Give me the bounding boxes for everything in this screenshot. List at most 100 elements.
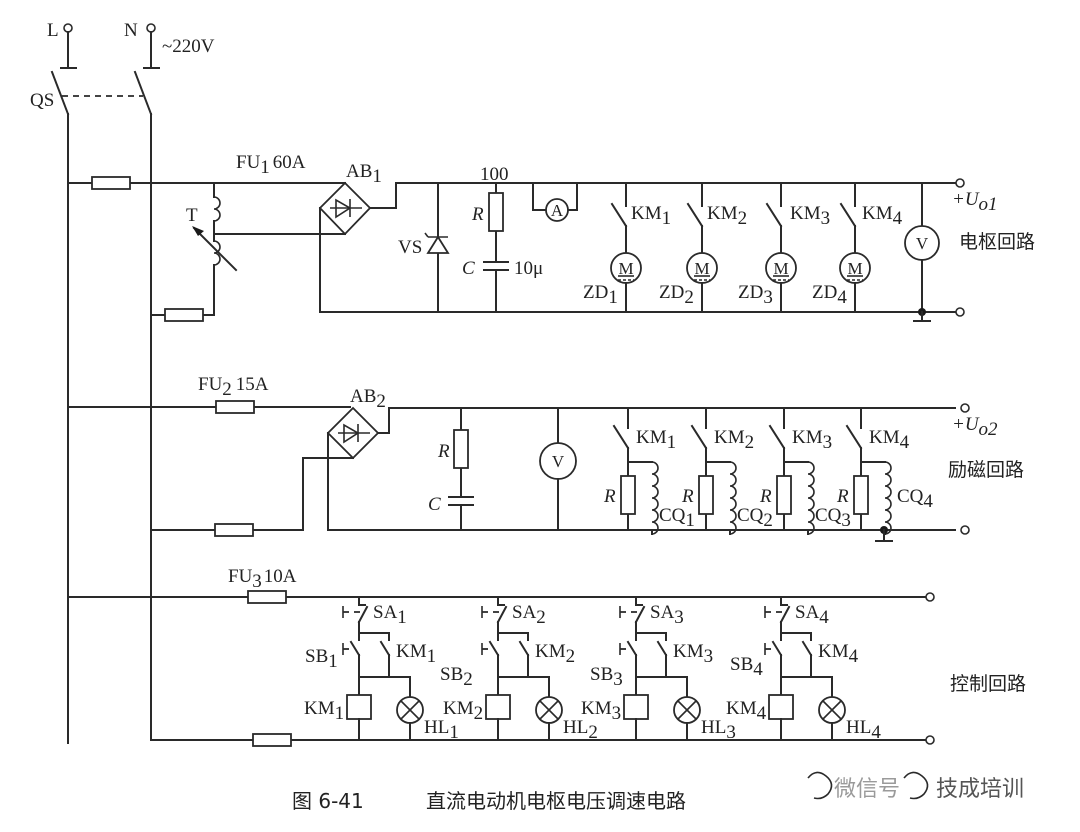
zd2-label: ZD2 [659,282,694,308]
uo2-label: +Uo2 [952,414,998,440]
km-contact-label: KM3 [792,427,832,453]
ab2-label: AB2 [350,386,386,412]
zd3-label: ZD3 [738,282,773,308]
selector-switch[interactable] [357,605,369,624]
uo1-negative-terminal [955,307,965,317]
start-button[interactable] [349,640,361,657]
contactor-coil [485,694,511,720]
parallel-resistor [620,475,636,515]
uo2-positive-terminal [960,403,970,413]
fuse-fu2 [215,400,255,414]
selector-switch[interactable] [634,605,646,624]
km4-contact-label: KM4 [862,203,903,229]
field-coil [884,461,892,535]
selector-switch[interactable] [779,605,791,624]
aux-contact-label: KM3 [673,641,713,667]
excitation-rc-resistor-label: R [437,441,450,462]
fuse-lower-1 [164,308,204,322]
zd4-label: ZD4 [812,282,847,308]
control-top-terminal [925,592,935,602]
field-coil [807,461,815,535]
km-contact [845,424,863,450]
fuse-fu1 [91,176,131,190]
coil-label: CQ1 [659,505,695,531]
snubber-capacitor-value: 10μ [514,258,543,279]
ab1-label: AB1 [346,161,382,187]
coil-label: CQ4 [897,486,933,512]
armature-circuit-title: 电枢回路 [959,231,1035,253]
snubber-capacitor-label: C [462,258,475,279]
coil-label: KM1 [304,698,344,724]
aux-contact [656,640,668,657]
zd1-label: ZD1 [583,282,618,308]
aux-contact [801,640,813,657]
coil-label: KM3 [581,698,621,724]
start-button[interactable] [771,640,783,657]
svg-text:M: M [618,259,633,278]
field-coil [729,461,737,535]
fuse-fu3 [247,590,287,604]
lamp-label: HL3 [701,717,736,743]
uo1-positive-terminal [955,178,965,188]
switch-label: QS [30,90,54,111]
aux-contact-label: KM4 [818,641,859,667]
uo2-negative-terminal [960,525,970,535]
fuse-lower-3 [252,733,292,747]
wechat-icon-2 [903,771,929,800]
coil-label: CQ3 [815,505,851,531]
zener-diode-vs [426,235,450,254]
watermark-label: 微信号 [834,777,900,802]
km-contact-label: KM1 [636,427,676,453]
figure-number: 图 6-41 [292,789,364,813]
button-label: SB4 [730,654,763,680]
snubber-resistor [488,192,504,232]
start-button[interactable] [626,640,638,657]
control-bottom-terminal [925,735,935,745]
watermark: 微信号 技成培训 [807,771,1024,802]
svg-text:M: M [694,259,709,278]
coil-label: KM2 [443,698,483,724]
motor-branch-4: M KM4 ZD4 [812,182,903,313]
excitation-rc-resistor [453,429,469,469]
contactor-coil [768,694,794,720]
svg-text:M: M [773,259,788,278]
km1-contact-label: KM1 [631,203,671,229]
resistor-label: R [836,486,849,507]
resistor-label: R [681,486,694,507]
wechat-icon [807,771,833,800]
line-terminal [63,23,73,33]
voltmeter-symbol: V [916,234,929,253]
control-circuit-title: 控制回路 [950,673,1026,695]
lamp-label: HL4 [846,717,881,743]
resistor-label: R [603,486,616,507]
motor-branch-3: M KM3 ZD3 [738,182,830,313]
parallel-resistor [853,475,869,515]
zener-label: VS [398,237,422,258]
lamp-label: HL2 [563,717,598,743]
selector-switch[interactable] [496,605,508,624]
contactor-coil [623,694,649,720]
watermark-account: 技成培训 [936,777,1024,802]
voltage-label: ~220V [162,36,215,57]
neutral-label: N [124,20,138,41]
selector-label: SA4 [795,602,829,628]
ammeter-symbol: A [551,201,564,220]
aux-contact-label: KM1 [396,641,436,667]
selector-label: SA3 [650,602,684,628]
excitation-circuit-title: 励磁回路 [948,459,1024,481]
snubber-resistor-label: R [471,204,484,225]
figure-title: 直流电动机电枢电压调速电路 [426,789,686,813]
button-label: SB3 [590,664,623,690]
start-button[interactable] [488,640,500,657]
transformer-adjust-arrow [192,226,238,272]
